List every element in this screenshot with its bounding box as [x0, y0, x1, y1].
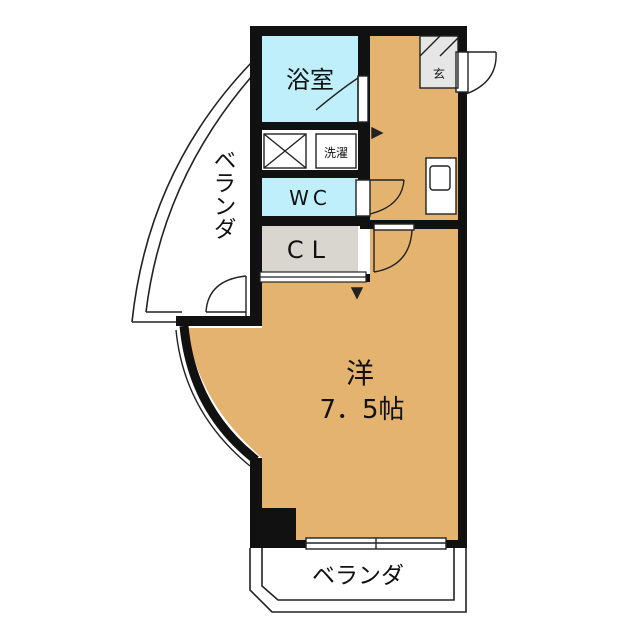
- entrance-label: 玄: [433, 66, 445, 81]
- kitchen-sink: [425, 157, 457, 215]
- wall-right: [458, 26, 467, 548]
- wall-curved: [179, 325, 259, 464]
- floor-areas: [188, 36, 458, 540]
- entrance-box: [419, 35, 459, 89]
- wall-top: [250, 26, 466, 36]
- wall-wc-bottom: [262, 216, 370, 226]
- wall-stub-balcony: [176, 316, 262, 326]
- column-bottom-left: [250, 508, 296, 546]
- wall-left-upper: [250, 26, 262, 326]
- balcony-bottom-label: ベランダ: [312, 563, 404, 589]
- window-closet-slit: [259, 271, 367, 283]
- toilet-label: WC: [289, 186, 331, 210]
- balcony-left: [131, 61, 253, 323]
- western-room-size-label: 7．5帖: [319, 395, 404, 425]
- wall-bath-bottom: [262, 122, 370, 130]
- closet-label: CL: [287, 236, 333, 264]
- laundry-label: 洗濯: [324, 146, 348, 160]
- bath-label: 浴室: [286, 66, 334, 94]
- closet-floor: [262, 226, 358, 274]
- laundry-area: [263, 133, 357, 169]
- wall-laundry-bottom: [262, 170, 370, 178]
- western-room-type-label: 洋: [346, 357, 374, 390]
- window-bottom: [305, 537, 447, 550]
- balcony-bottom: [249, 548, 467, 613]
- toilet-floor: [262, 178, 358, 216]
- balcony-left-label: ベランダ: [209, 148, 236, 240]
- bath-floor: [262, 36, 358, 122]
- western-room-floor: [188, 228, 458, 540]
- doors: [205, 51, 497, 316]
